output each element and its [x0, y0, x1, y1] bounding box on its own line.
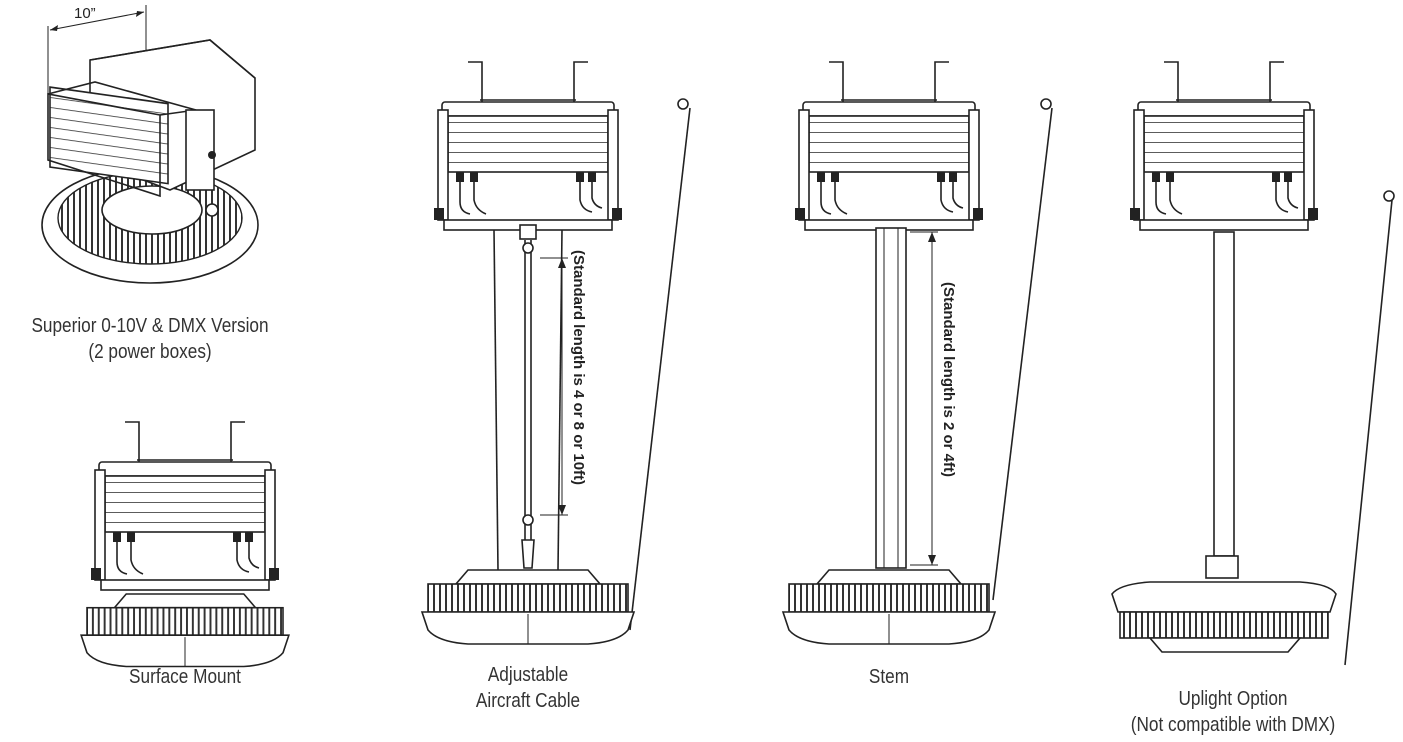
stem-length-note: (Standard length is 2 or 4ft)	[940, 282, 957, 477]
iso-dimension-label: 10”	[74, 5, 96, 22]
iso-view-caption-line2: (2 power boxes)	[88, 341, 212, 363]
stem-drawing	[782, 61, 1053, 645]
stem-caption: Stem	[803, 664, 975, 690]
aircraft-cable-caption: Adjustable Aircraft Cable	[442, 662, 614, 714]
iso-view-caption: Superior 0-10V & DMX Version (2 power bo…	[21, 313, 279, 365]
iso-view-caption-line1: Superior 0-10V & DMX Version	[31, 315, 269, 337]
iso-view-drawing	[41, 5, 259, 284]
surface-mount-caption-text: Surface Mount	[129, 666, 241, 688]
stem-caption-text: Stem	[868, 666, 910, 688]
uplight-caption-line2: (Not compatible with DMX)	[1130, 714, 1336, 736]
aircraft-cable-caption-line1: Adjustable	[487, 664, 569, 686]
aircraft-cable-drawing	[421, 61, 691, 645]
uplight-caption: Uplight Option (Not compatible with DMX)	[1130, 686, 1336, 738]
surface-mount-drawing	[80, 421, 290, 668]
uplight-caption-line1: Uplight Option	[1178, 688, 1288, 710]
aircraft-cable-length-note: (Standard length is 4 or 8 or 10ft)	[570, 250, 587, 485]
surface-mount-caption: Surface Mount	[99, 664, 271, 690]
uplight-drawing	[1111, 61, 1395, 666]
aircraft-cable-caption-line2: Aircraft Cable	[475, 690, 581, 712]
